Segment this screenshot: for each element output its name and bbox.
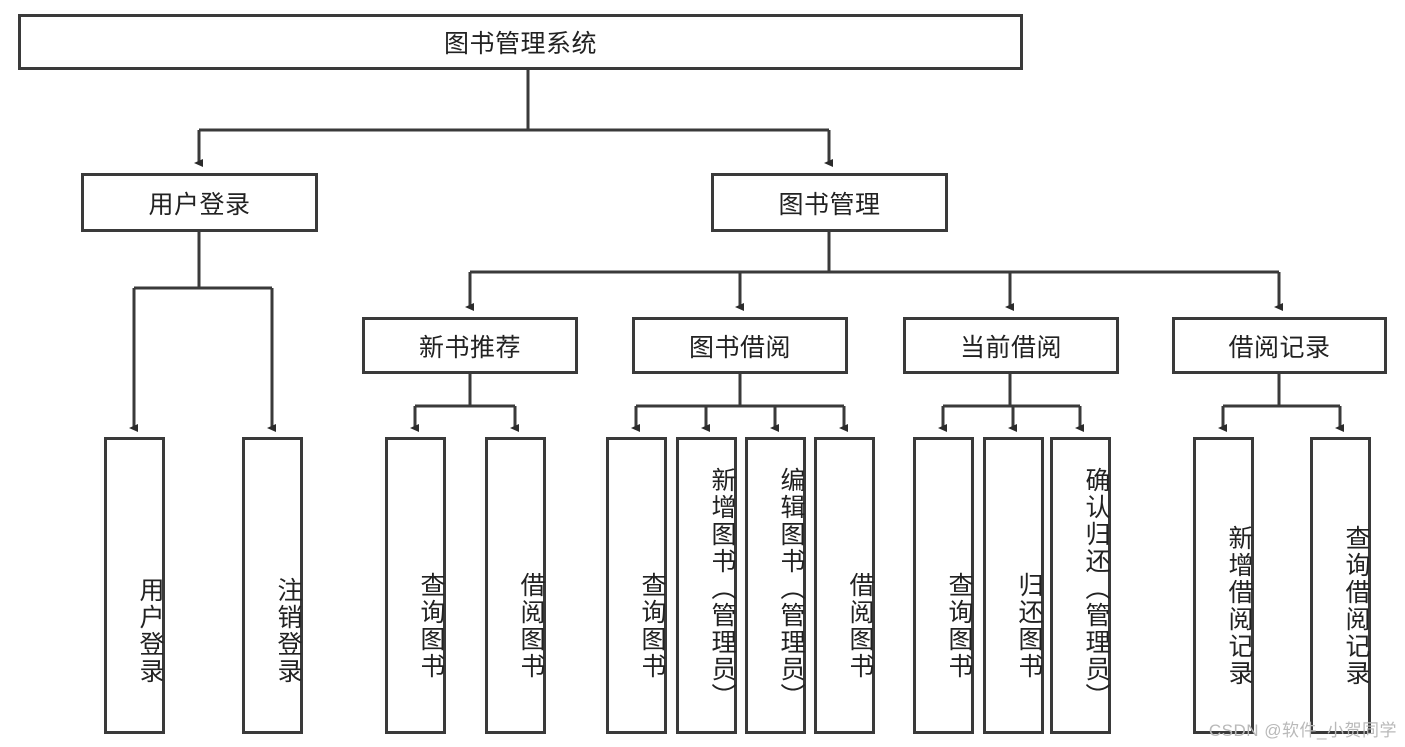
node-root-book-management-system[interactable]: 图书管理系统 — [18, 14, 1023, 70]
node-label: 查询图书 — [638, 571, 666, 680]
node-label: 借阅记录 — [1228, 333, 1331, 362]
node-label: 编辑图书（管理员） — [777, 467, 805, 710]
node-label: 确认归还（管理员） — [1082, 467, 1110, 710]
node-label: 借阅图书 — [517, 571, 545, 680]
node-label: 用户登录 — [148, 190, 251, 219]
node-label: 图书借阅 — [688, 333, 791, 362]
node-label: 查询借阅记录 — [1342, 524, 1370, 687]
node-label: 当前借阅 — [959, 333, 1062, 362]
node-label: 新增图书（管理员） — [708, 467, 736, 710]
node-label: 注销登录 — [274, 576, 302, 685]
leaf-new-book-borrow[interactable]: 借阅图书 — [485, 437, 546, 734]
node-book-borrow[interactable]: 图书借阅 — [632, 317, 848, 374]
leaf-borrow-record-add[interactable]: 新增借阅记录 — [1193, 437, 1254, 734]
node-label: 新增借阅记录 — [1225, 524, 1253, 687]
node-label: 图书管理系统 — [443, 30, 597, 58]
leaf-borrow-record-query[interactable]: 查询借阅记录 — [1310, 437, 1371, 734]
leaf-current-borrow-return[interactable]: 归还图书 — [983, 437, 1044, 734]
leaf-book-borrow-borrow[interactable]: 借阅图书 — [814, 437, 875, 734]
watermark-text: CSDN @软件_小贺同学 — [1208, 721, 1397, 740]
node-label: 查询图书 — [945, 571, 973, 680]
node-label: 用户登录 — [136, 576, 164, 685]
node-current-borrow[interactable]: 当前借阅 — [903, 317, 1119, 374]
node-label: 图书管理 — [778, 190, 881, 219]
node-label: 查询图书 — [417, 571, 445, 680]
leaf-current-borrow-query[interactable]: 查询图书 — [913, 437, 974, 734]
node-book-management[interactable]: 图书管理 — [711, 173, 948, 232]
leaf-new-book-query[interactable]: 查询图书 — [385, 437, 446, 734]
node-label: 借阅图书 — [846, 571, 874, 680]
node-borrow-record[interactable]: 借阅记录 — [1172, 317, 1387, 374]
node-new-book-recommend[interactable]: 新书推荐 — [362, 317, 578, 374]
node-user-login[interactable]: 用户登录 — [81, 173, 318, 232]
leaf-book-borrow-query[interactable]: 查询图书 — [606, 437, 667, 734]
leaf-user-login-signin[interactable]: 用户登录 — [104, 437, 165, 734]
leaf-user-login-signout[interactable]: 注销登录 — [242, 437, 303, 734]
leaf-current-borrow-confirm-return[interactable]: 确认归还（管理员） — [1050, 437, 1111, 734]
leaf-book-borrow-edit[interactable]: 编辑图书（管理员） — [745, 437, 806, 734]
leaf-book-borrow-add[interactable]: 新增图书（管理员） — [676, 437, 737, 734]
node-label: 新书推荐 — [418, 333, 521, 362]
node-label: 归还图书 — [1015, 571, 1043, 680]
